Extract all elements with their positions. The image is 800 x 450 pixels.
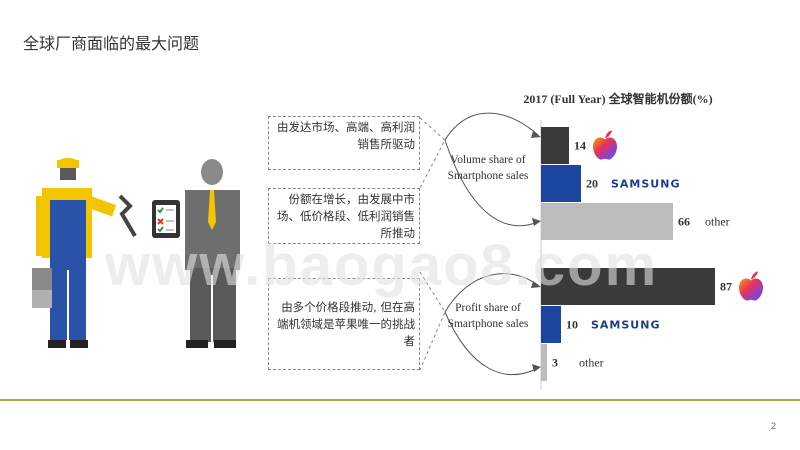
value-label-volume-apple: 14 bbox=[574, 139, 586, 153]
arrowhead-3 bbox=[531, 281, 541, 288]
apple-logo-icon-volume-leaf bbox=[605, 130, 612, 139]
check-mark-2 bbox=[157, 226, 164, 233]
businessman-shoe-right bbox=[214, 340, 236, 348]
arrowhead-2 bbox=[532, 218, 541, 226]
chart-title: 2017 (Full Year) 全球智能机份额(%) bbox=[523, 92, 713, 106]
cross-mark bbox=[157, 218, 164, 225]
bar-profit-samsung bbox=[541, 306, 561, 343]
checklist-icon bbox=[157, 207, 174, 233]
arrow-volume-top bbox=[444, 112, 539, 141]
bar-volume-apple bbox=[541, 127, 569, 164]
arrow-profit-top bbox=[444, 273, 539, 313]
value-label-volume-samsung: 20 bbox=[586, 177, 598, 191]
curved-arrows bbox=[444, 112, 539, 376]
watermark-text: www.baogao8.com bbox=[105, 233, 659, 298]
businessman-shoe-left bbox=[186, 340, 208, 348]
arrowhead-4 bbox=[532, 364, 541, 372]
value-label-profit-other: 3 bbox=[552, 356, 558, 370]
arrowhead-1 bbox=[531, 131, 541, 138]
arrow-volume-bottom bbox=[444, 139, 539, 227]
samsung-logo-volume: SAMSUNG bbox=[611, 178, 680, 191]
worker-figure bbox=[32, 158, 137, 348]
worker-arm-left bbox=[36, 196, 48, 256]
callout-box-2: 份额在增长，由发展中市场、低价格段、低利润销售所推动 bbox=[268, 188, 420, 244]
arrow-profit-bottom bbox=[444, 311, 539, 376]
wrench-icon bbox=[118, 194, 137, 238]
businessman-leg-gap bbox=[211, 275, 213, 342]
value-label-volume-other: 66 bbox=[678, 215, 690, 229]
apple-logo-icon-volume bbox=[593, 130, 617, 160]
worker-shoe-left bbox=[48, 340, 66, 348]
toolbox-icon bbox=[32, 268, 52, 290]
callout-box-1: 由发达市场、高端、高利润销售所驱动 bbox=[268, 116, 420, 170]
value-label-profit-apple: 87 bbox=[720, 280, 732, 294]
page-number: 2 bbox=[770, 421, 776, 431]
slide-title: 全球厂商面临的最大问题 bbox=[23, 34, 200, 53]
toolbox-lower bbox=[32, 290, 52, 308]
worker-head bbox=[60, 168, 76, 180]
worker-leg-gap bbox=[67, 270, 69, 340]
apple-logo-icon-volume-body bbox=[593, 137, 617, 160]
samsung-logo-profit: SAMSUNG bbox=[591, 319, 660, 332]
other-label-profit: other bbox=[579, 356, 604, 370]
bar-profit-apple bbox=[541, 268, 715, 305]
arrow-heads bbox=[531, 131, 541, 372]
bar-volume-other bbox=[541, 203, 673, 240]
apple-logo-icon-profit-leaf bbox=[751, 271, 758, 280]
businessman-figure bbox=[152, 159, 240, 348]
businessman-head bbox=[201, 159, 223, 185]
worker-arm-right bbox=[83, 195, 117, 217]
worker-shoe-right bbox=[70, 340, 88, 348]
value-label-profit-samsung: 10 bbox=[566, 318, 578, 332]
apple-logo-icon-profit-body bbox=[739, 278, 763, 301]
apple-logo-icon-profit bbox=[739, 271, 763, 301]
profit-share-label: Profit share of Smartphone sales bbox=[447, 302, 529, 330]
worker-helmet-band bbox=[57, 160, 79, 168]
businessman-tie bbox=[208, 190, 216, 230]
volume-share-label: Volume share of Smartphone sales bbox=[447, 154, 529, 182]
other-label-volume: other bbox=[705, 215, 730, 229]
bar-volume-samsung bbox=[541, 165, 581, 202]
check-mark-1 bbox=[157, 207, 164, 214]
callout-box-3: 由多个价格段推动, 但在高端机领域是苹果唯一的挑战者 bbox=[268, 278, 420, 370]
bar-profit-other bbox=[541, 344, 547, 381]
bottom-rule bbox=[0, 399, 800, 401]
